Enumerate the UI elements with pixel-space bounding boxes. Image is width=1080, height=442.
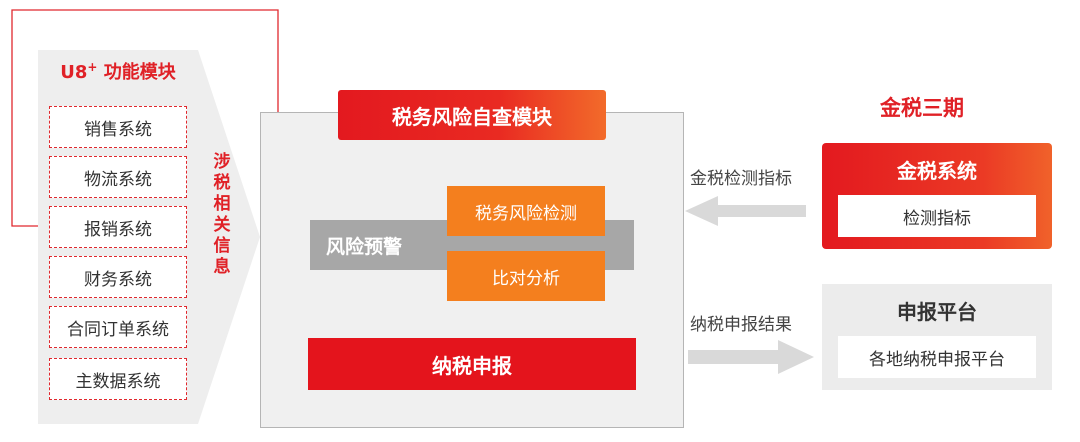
declaration-platform-title: 申报平台 bbox=[897, 300, 977, 324]
declaration-result-label: 纳税申报结果 bbox=[690, 315, 792, 335]
chevron-arrow-icon bbox=[198, 50, 260, 424]
tax-declaration-bar: 纳税申报 bbox=[308, 338, 636, 390]
right-gray-arrow bbox=[688, 340, 814, 374]
system-finance: 财务系统 bbox=[49, 256, 187, 298]
local-declaration-platform-box: 各地纳税申报平台 bbox=[838, 336, 1036, 378]
system-contract-order: 合同订单系统 bbox=[49, 306, 187, 348]
system-logistics: 物流系统 bbox=[49, 156, 187, 198]
tax-risk-module-title: 税务风险自查模块 bbox=[338, 90, 606, 140]
golden-tax-system-title: 金税系统 bbox=[897, 159, 977, 183]
risk-warning-label: 风险预警 bbox=[326, 235, 403, 258]
comparison-analysis-box: 比对分析 bbox=[447, 251, 605, 301]
left-gray-arrow bbox=[685, 196, 806, 226]
detection-indicator-box: 检测指标 bbox=[838, 195, 1036, 237]
system-sales: 销售系统 bbox=[49, 106, 187, 148]
golden-tax-indicator-label: 金税检测指标 bbox=[690, 169, 792, 189]
system-master-data: 主数据系统 bbox=[49, 358, 187, 400]
golden-tax-phase3-title: 金税三期 bbox=[880, 96, 964, 120]
u8-module-title: U8+ 功能模块 bbox=[60, 60, 176, 83]
system-reimbursement: 报销系统 bbox=[49, 206, 187, 248]
tax-related-info-label: 涉 税 相 关 信 息 bbox=[213, 152, 231, 277]
tax-risk-detection-box: 税务风险检测 bbox=[447, 186, 605, 236]
